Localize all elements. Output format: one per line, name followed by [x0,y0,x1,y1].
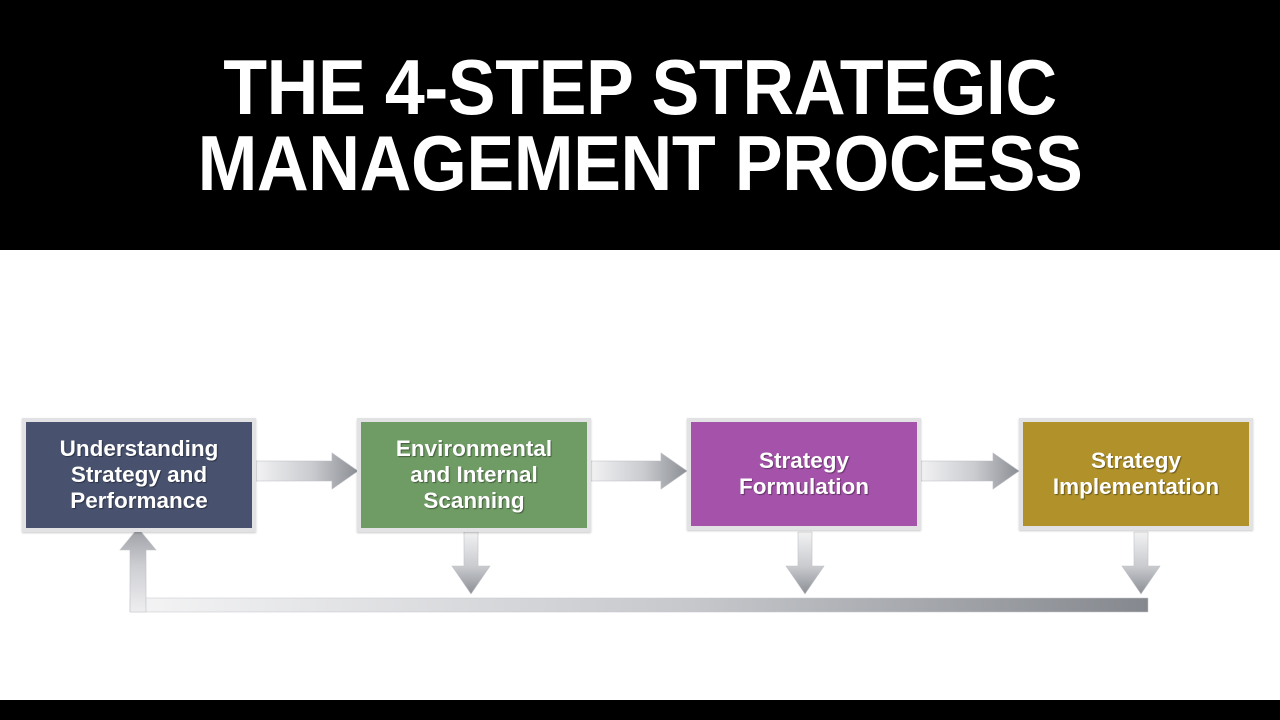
step-box-4-label: Strategy Implementation [1052,447,1220,499]
connector-arrows-layer [119,452,1161,613]
step-box-1-label: Understanding Strategy and Performance [59,435,219,514]
forward-arrow-3-icon [920,452,1020,490]
page-title: THE 4-STEP STRATEGIC MANAGEMENT PROCESS [197,42,1083,207]
feedback-loop-line [129,597,1149,613]
step-box-3-label: Strategy Formulation [739,447,869,499]
process-diagram: Understanding Strategy and Performance E… [0,250,1280,700]
step-box-3-strategy-formulation[interactable]: Strategy Formulation [687,418,921,530]
title-banner: THE 4-STEP STRATEGIC MANAGEMENT PROCESS [0,0,1280,250]
down-arrow-step-2-icon [451,531,491,595]
step-box-1-understanding-strategy-and-performance[interactable]: Understanding Strategy and Performance [22,418,256,532]
footer-bar [0,700,1280,720]
forward-arrow-2-icon [590,452,688,490]
down-arrow-step-4-icon [1121,531,1161,595]
step-box-2-label: Environmental and Internal Scanning [395,435,553,514]
forward-arrow-1-icon [255,452,359,490]
step-box-2-environmental-and-internal-scanning[interactable]: Environmental and Internal Scanning [357,418,591,532]
feedback-up-arrow-icon [119,527,157,613]
down-arrow-step-3-icon [785,531,825,595]
step-box-4-strategy-implementation[interactable]: Strategy Implementation [1019,418,1253,530]
